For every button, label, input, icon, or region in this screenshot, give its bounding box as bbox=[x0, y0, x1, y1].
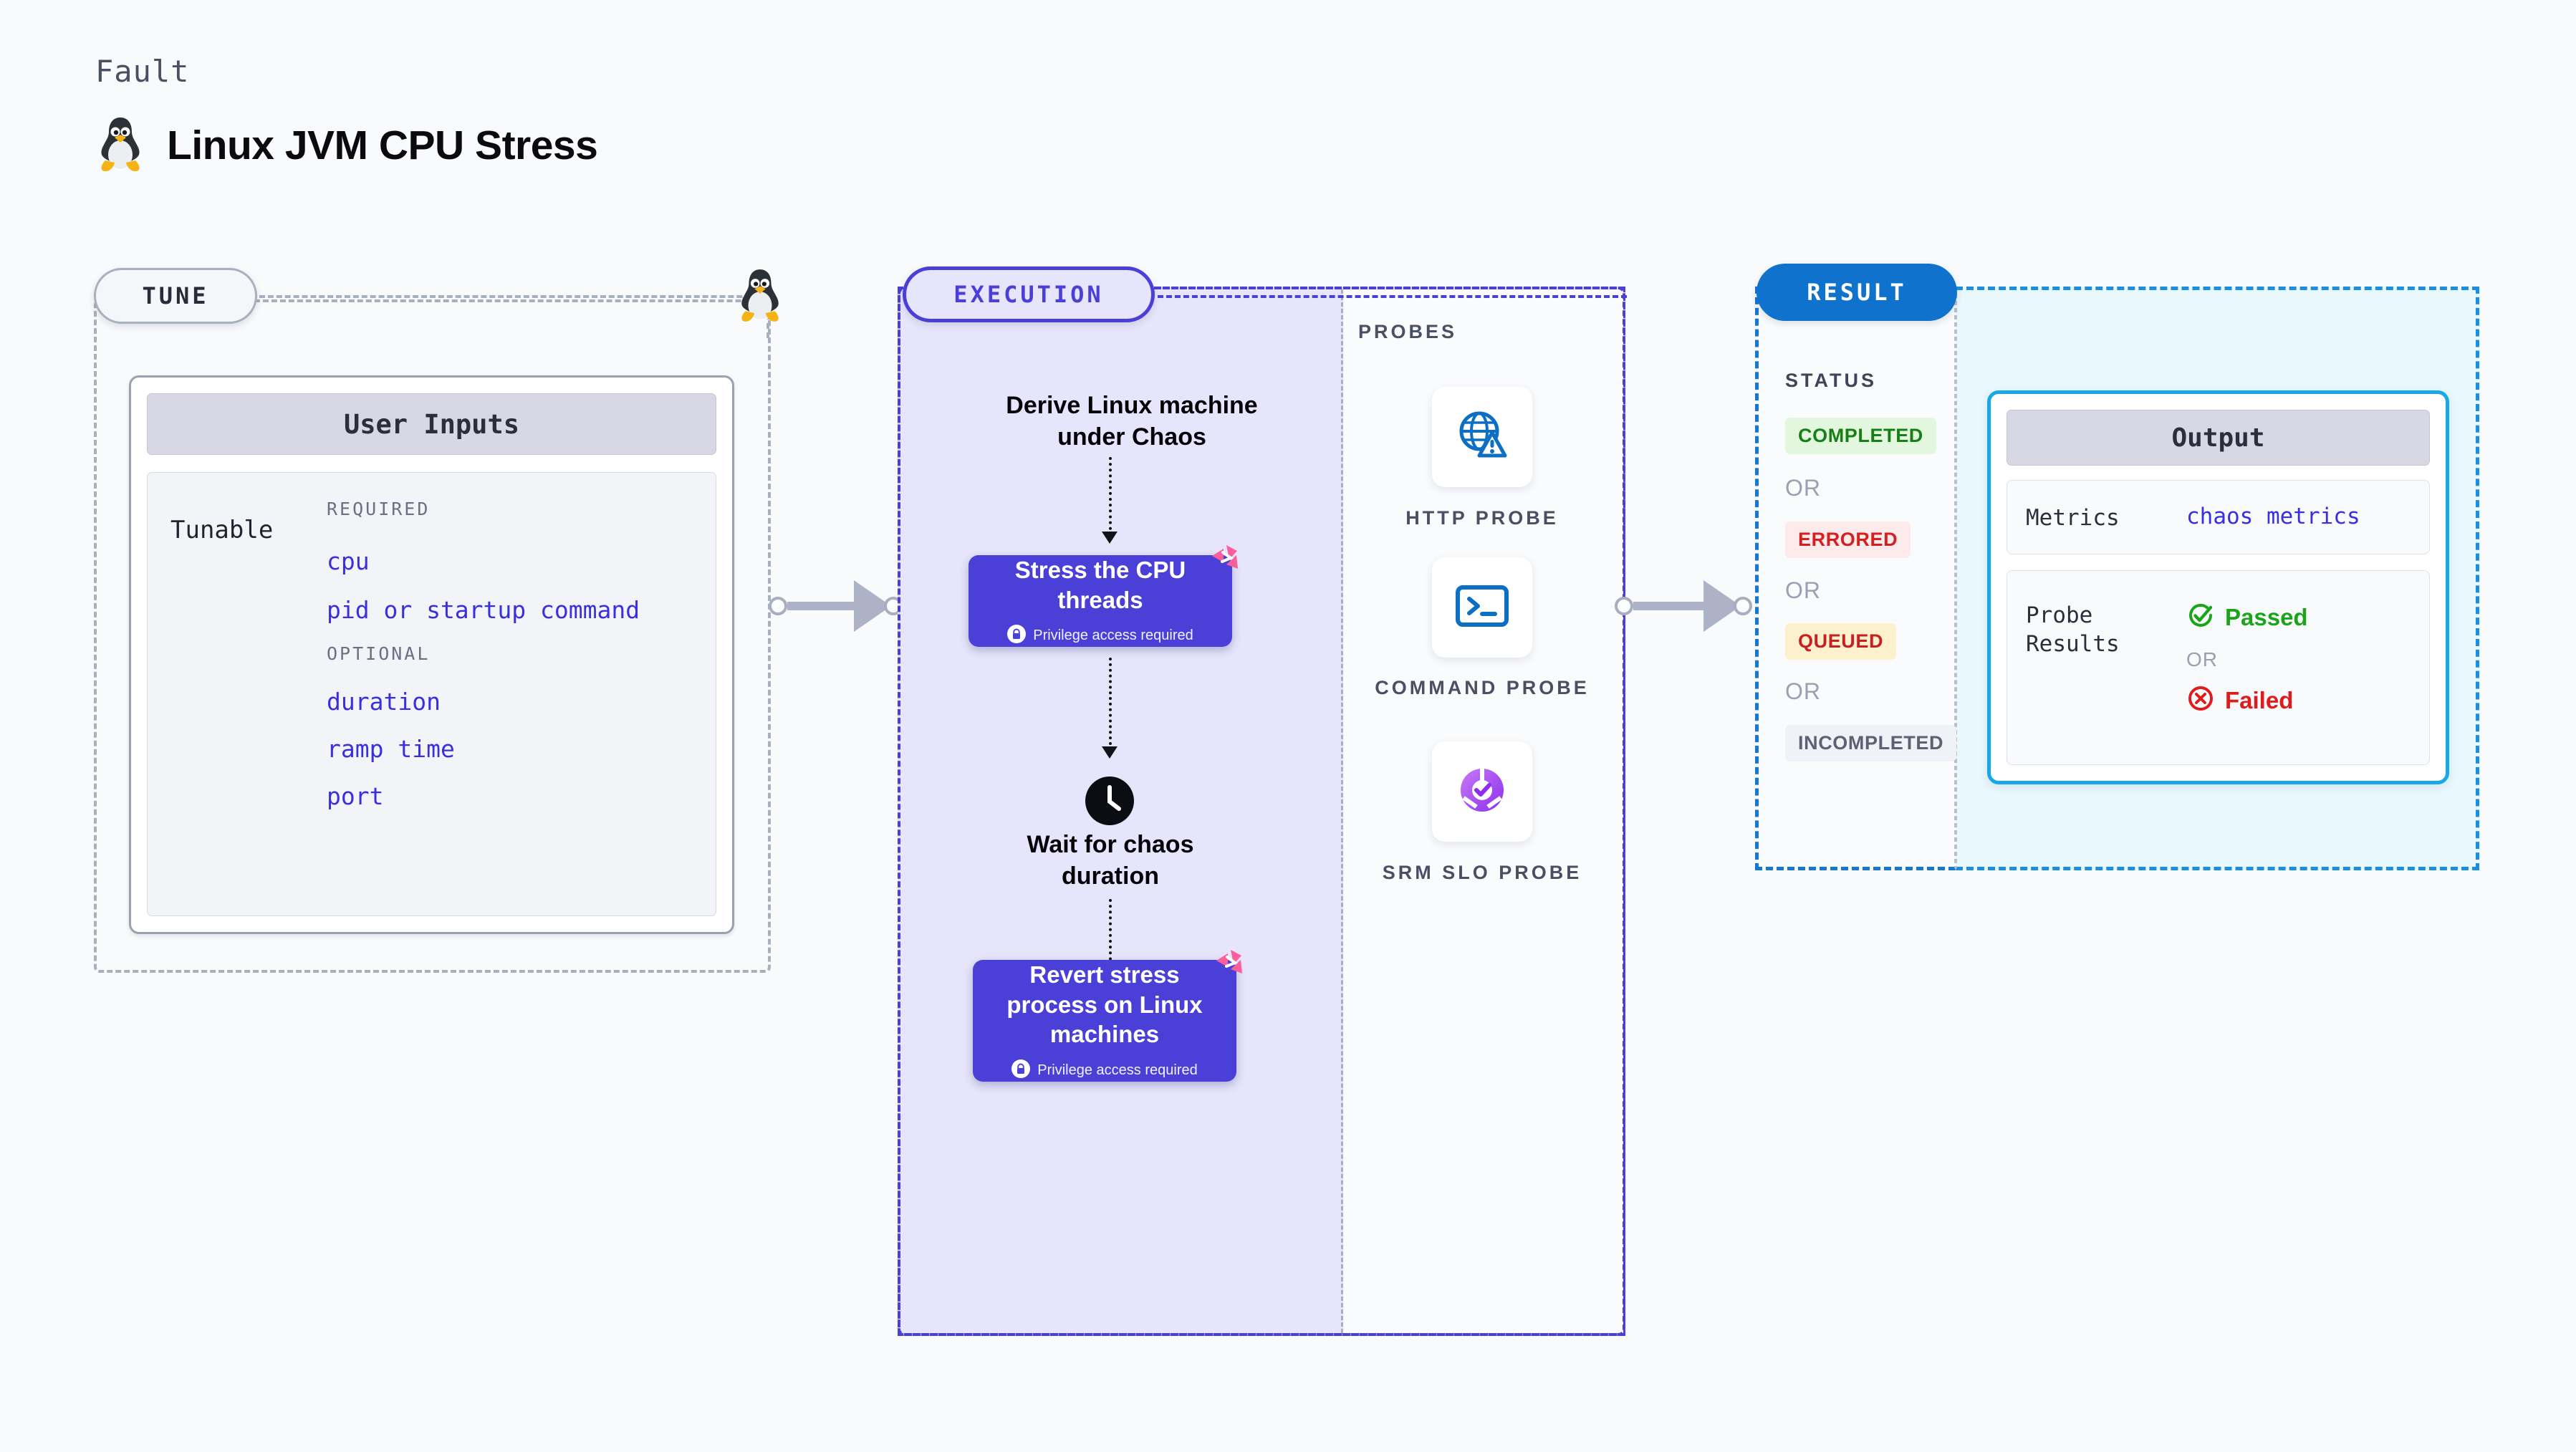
tunable-section: Tunable REQUIRED cpu pid or startup comm… bbox=[147, 472, 716, 916]
lock-icon bbox=[1007, 625, 1027, 647]
check-circle-icon bbox=[2186, 601, 2215, 633]
privilege-note-2-text: Privilege access required bbox=[1037, 1062, 1198, 1078]
status-badge-completed: COMPLETED bbox=[1785, 418, 1936, 454]
status-or-1: OR bbox=[1785, 475, 1821, 501]
probe-result-passed-label: Passed bbox=[2225, 603, 2308, 630]
connector-end-dot bbox=[1734, 597, 1752, 615]
tux-penguin-marker-icon bbox=[737, 266, 783, 326]
output-metrics-key: Metrics bbox=[2026, 505, 2120, 531]
page-title-row: Linux JVM CPU Stress bbox=[97, 115, 598, 176]
tunable-duration[interactable]: duration bbox=[327, 688, 441, 716]
execution-step-stress-cpu-label: Stress the CPU threads bbox=[1014, 556, 1186, 613]
tune-pill[interactable]: TUNE bbox=[94, 268, 257, 324]
x-circle-icon bbox=[2186, 684, 2215, 716]
execution-arrow-2-head bbox=[1102, 746, 1118, 759]
tunable-port[interactable]: port bbox=[327, 782, 384, 810]
required-group-label: REQUIRED bbox=[327, 499, 431, 519]
connector-bar bbox=[787, 602, 855, 610]
tunable-pid-or-startup-command[interactable]: pid or startup command bbox=[327, 596, 640, 624]
execution-step-stress-cpu-box[interactable]: Stress the CPU threads Privilege access … bbox=[969, 545, 1238, 647]
output-metrics-value[interactable]: chaos metrics bbox=[2186, 504, 2360, 529]
user-inputs-card-title: User Inputs bbox=[147, 393, 716, 455]
status-badge-errored: ERRORED bbox=[1785, 521, 1911, 558]
result-pill[interactable]: RESULT bbox=[1756, 264, 1957, 321]
probe-tile-http[interactable] bbox=[1432, 387, 1532, 487]
execution-step-revert-label: Revert stress process on Linux machines bbox=[1006, 961, 1203, 1048]
privilege-note-1-text: Privilege access required bbox=[1033, 628, 1193, 644]
optional-group-label: OPTIONAL bbox=[327, 643, 431, 664]
slo-donut-check-icon bbox=[1452, 760, 1512, 824]
execution-arrow-3-line bbox=[1109, 899, 1112, 978]
tune-to-execution-connector bbox=[769, 579, 907, 633]
status-title: STATUS bbox=[1785, 370, 1877, 391]
tunable-ramp-time[interactable]: ramp time bbox=[327, 735, 455, 763]
lock-icon bbox=[1011, 1059, 1031, 1082]
execution-step-revert-box[interactable]: Revert stress process on Linux machines … bbox=[973, 950, 1242, 1082]
tux-penguin-icon bbox=[97, 115, 144, 176]
probe-caption-command: COMMAND PROBE bbox=[1375, 677, 1590, 698]
execution-pill[interactable]: EXECUTION bbox=[903, 266, 1155, 322]
status-or-3: OR bbox=[1785, 678, 1821, 704]
execution-arrow-2-line bbox=[1109, 658, 1112, 751]
output-metrics-row: Metrics chaos metrics bbox=[2007, 480, 2430, 554]
status-or-2: OR bbox=[1785, 577, 1821, 603]
tune-connector-line bbox=[259, 295, 768, 298]
page-eyebrow: Fault bbox=[95, 54, 190, 89]
probe-tile-srm-slo[interactable] bbox=[1432, 741, 1532, 842]
probe-caption-srm-slo: SRM SLO PROBE bbox=[1382, 862, 1582, 883]
clock-icon bbox=[1084, 775, 1135, 830]
connector-bar bbox=[1633, 602, 1705, 610]
status-badge-incompleted: INCOMPLETED bbox=[1785, 725, 1957, 761]
privilege-note-2: Privilege access required bbox=[1011, 1059, 1198, 1082]
terminal-icon bbox=[1452, 580, 1512, 635]
litmus-chaos-icon bbox=[1209, 943, 1252, 989]
execution-arrow-1-line bbox=[1109, 457, 1112, 536]
tunable-row-label: Tunable bbox=[170, 516, 274, 544]
output-card-title: Output bbox=[2007, 410, 2430, 466]
litmus-chaos-icon bbox=[1205, 538, 1248, 585]
page-title: Linux JVM CPU Stress bbox=[167, 122, 598, 168]
probe-result-passed: Passed bbox=[2186, 601, 2308, 633]
probe-caption-http: HTTP PROBE bbox=[1405, 507, 1559, 529]
privilege-note-1: Privilege access required bbox=[1007, 625, 1193, 647]
execution-step-wait-label: Wait for chaos duration bbox=[1027, 831, 1194, 890]
execution-step-derive-label: Derive Linux machine under Chaos bbox=[1006, 392, 1258, 451]
user-inputs-card: User Inputs Tunable REQUIRED cpu pid or … bbox=[129, 375, 734, 934]
probe-tile-command[interactable] bbox=[1432, 557, 1532, 658]
execution-connector-line bbox=[1158, 295, 1627, 298]
globe-alert-icon bbox=[1452, 405, 1512, 469]
tunable-cpu[interactable]: cpu bbox=[327, 547, 370, 575]
connector-start-dot bbox=[769, 597, 787, 615]
execution-probes-divider bbox=[1341, 289, 1343, 1333]
execution-to-result-connector bbox=[1615, 579, 1756, 633]
execution-arrow-1-head bbox=[1102, 532, 1118, 544]
probe-result-failed-label: Failed bbox=[2225, 686, 2294, 713]
connector-start-dot bbox=[1615, 597, 1633, 615]
status-badge-queued: QUEUED bbox=[1785, 623, 1897, 660]
probe-result-failed: Failed bbox=[2186, 684, 2293, 716]
tune-panel bbox=[94, 299, 771, 973]
result-status-panel bbox=[1755, 287, 1956, 870]
probes-title: PROBES bbox=[1358, 321, 1458, 342]
probe-result-or: OR bbox=[2186, 648, 2218, 670]
